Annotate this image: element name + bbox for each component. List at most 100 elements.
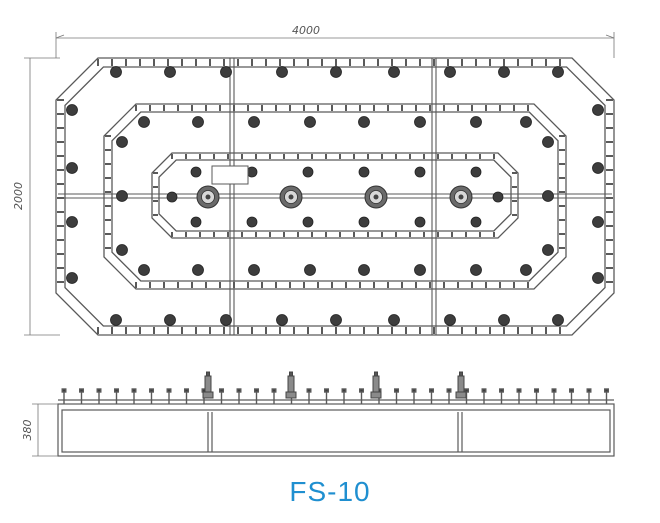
- inner-ring: [151, 152, 519, 239]
- side-nozzle-icon: [96, 388, 102, 404]
- side-nozzle-icon: [569, 388, 575, 404]
- water-jet-nozzle-icon: [552, 314, 564, 326]
- outer-ring-studs: [57, 59, 613, 334]
- large-center-jet-icon: [449, 185, 473, 209]
- side-nozzle-icon: [446, 388, 452, 404]
- water-jet-nozzle-icon: [470, 166, 482, 178]
- width-dimension: [55, 32, 615, 58]
- side-nozzle-icon: [306, 388, 312, 404]
- water-jet-nozzle-icon: [276, 314, 288, 326]
- water-jet-nozzle-icon: [414, 166, 426, 178]
- side-nozzle-icon: [551, 388, 557, 404]
- height-dimension-label: 2000: [12, 182, 25, 210]
- side-large-jet-icon: [285, 371, 297, 399]
- water-jet-nozzle-icon: [498, 66, 510, 78]
- water-jet-nozzle-icon: [116, 136, 128, 148]
- water-jet-nozzle-icon: [358, 264, 370, 276]
- water-jet-nozzle-icon: [164, 314, 176, 326]
- side-nozzle-icon: [166, 388, 172, 404]
- water-jet-nozzle-icon: [592, 216, 604, 228]
- water-jet-nozzle-icon: [302, 166, 314, 178]
- water-jet-nozzle-icon: [304, 116, 316, 128]
- water-jet-nozzle-icon: [520, 264, 532, 276]
- water-jet-nozzle-icon: [110, 66, 122, 78]
- water-jet-nozzle-icon: [192, 116, 204, 128]
- side-nozzle-icon: [481, 388, 487, 404]
- water-jet-nozzle-icon: [492, 191, 504, 203]
- side-nozzle-icon: [394, 388, 400, 404]
- support-frame: [58, 58, 612, 335]
- middle-ring: [103, 103, 567, 290]
- width-dimension-label: 4000: [292, 24, 320, 37]
- side-nozzle-icon: [534, 388, 540, 404]
- side-height-dimension-label: 380: [21, 420, 34, 441]
- outer-ring: [55, 57, 615, 336]
- side-nozzle-icon: [429, 388, 435, 404]
- large-center-jet-icon: [364, 185, 388, 209]
- side-nozzle-icon: [359, 388, 365, 404]
- side-nozzle-icon: [586, 388, 592, 404]
- model-name-label: FS-10: [289, 476, 371, 507]
- side-nozzle-icon: [516, 388, 522, 404]
- water-jet-nozzle-icon: [330, 314, 342, 326]
- water-jet-nozzle-icon: [358, 216, 370, 228]
- water-jet-nozzle-icon: [276, 66, 288, 78]
- water-jet-nozzle-icon: [592, 272, 604, 284]
- side-nozzle-stubs: [61, 388, 610, 404]
- side-nozzle-icon: [499, 388, 505, 404]
- water-jet-nozzle-icon: [66, 162, 78, 174]
- water-jet-nozzle-icon: [66, 216, 78, 228]
- water-jet-nozzle-icon: [116, 190, 128, 202]
- side-nozzle-icon: [341, 388, 347, 404]
- water-jet-nozzle-icon: [520, 116, 532, 128]
- water-jet-nozzle-icon: [138, 116, 150, 128]
- middle-ring-studs: [105, 105, 565, 288]
- water-jet-nozzle-icon: [592, 104, 604, 116]
- water-jet-nozzle-icon: [302, 216, 314, 228]
- water-jet-nozzle-icon: [330, 66, 342, 78]
- water-jet-nozzle-icon: [414, 116, 426, 128]
- plan-view: [55, 57, 615, 336]
- water-jet-nozzle-icon: [388, 314, 400, 326]
- water-jet-nozzle-icon: [542, 244, 554, 256]
- water-jet-nozzle-icon: [66, 272, 78, 284]
- side-large-jet-icon: [370, 371, 382, 399]
- side-large-jet-icon: [202, 371, 214, 399]
- water-jet-nozzle-icon: [470, 216, 482, 228]
- side-nozzle-icon: [604, 388, 610, 404]
- side-nozzle-icon: [253, 388, 259, 404]
- water-jet-nozzle-icon: [166, 191, 178, 203]
- water-jet-nozzle-icon: [414, 264, 426, 276]
- water-jet-nozzle-icon: [414, 216, 426, 228]
- inner-ring-studs: [153, 154, 517, 237]
- water-jet-nozzle-icon: [138, 264, 150, 276]
- water-jet-nozzle-icon: [444, 314, 456, 326]
- water-jet-nozzle-icon: [246, 216, 258, 228]
- water-jet-nozzle-icon: [220, 66, 232, 78]
- water-jet-nozzle-icon: [542, 190, 554, 202]
- water-jet-nozzle-icon: [116, 244, 128, 256]
- side-nozzle-icon: [131, 388, 137, 404]
- height-dimension: [24, 57, 60, 336]
- side-height-dimension: [32, 403, 58, 457]
- water-jet-nozzle-icon: [498, 314, 510, 326]
- side-nozzle-icon: [411, 388, 417, 404]
- side-nozzle-icon: [61, 388, 67, 404]
- water-jet-nozzle-icon: [248, 116, 260, 128]
- water-jet-nozzle-icon: [304, 264, 316, 276]
- water-jet-nozzle-icon: [164, 66, 176, 78]
- side-nozzle-icon: [113, 388, 119, 404]
- side-nozzle-icon: [78, 388, 84, 404]
- water-jet-nozzle-icon: [542, 136, 554, 148]
- water-jet-nozzle-icon: [552, 66, 564, 78]
- water-jet-nozzle-icon: [190, 166, 202, 178]
- water-jet-nozzle-icon: [388, 66, 400, 78]
- water-jet-nozzle-icon: [470, 264, 482, 276]
- large-center-jet-icon: [196, 185, 220, 209]
- water-jet-nozzle-icon: [66, 104, 78, 116]
- side-nozzle-icon: [218, 388, 224, 404]
- side-frame: [57, 399, 615, 457]
- side-nozzle-icon: [271, 388, 277, 404]
- side-large-jet-icon: [455, 371, 467, 399]
